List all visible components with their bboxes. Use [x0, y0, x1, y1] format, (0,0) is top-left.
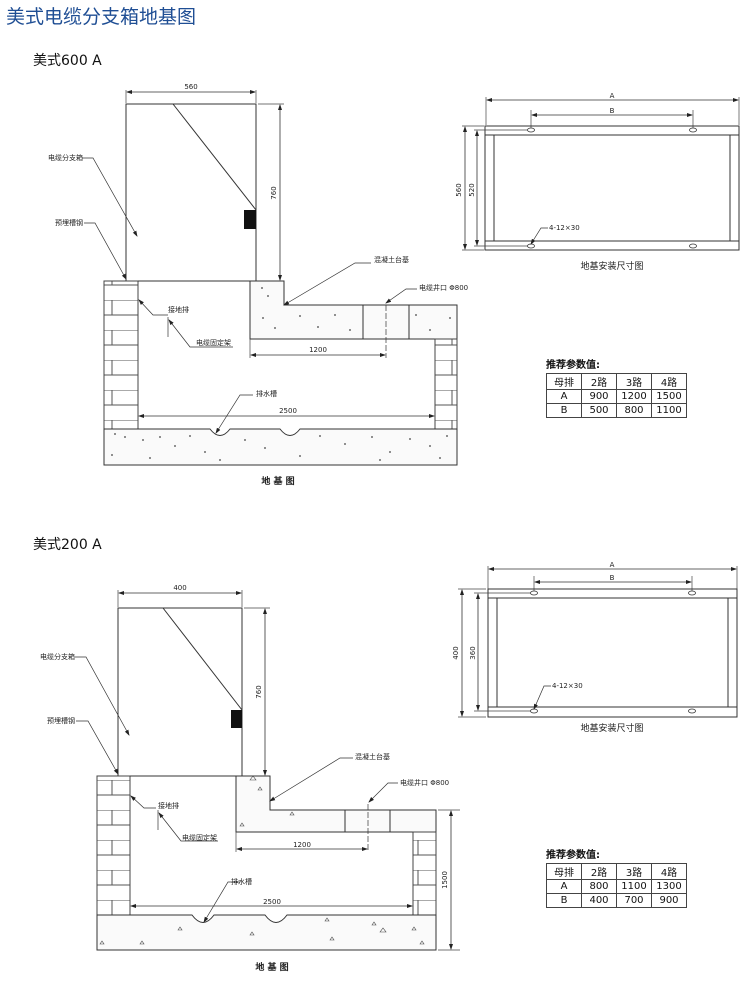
bolt-label: 4-12×30 [549, 224, 580, 232]
label-concrete-base: 混凝土台基 [374, 255, 409, 264]
foundation-diagram-600a: 560 760 电缆分支箱 预埋槽钢 [48, 83, 468, 487]
frame-outer [487, 588, 738, 718]
params-title: 推荐参数值: [546, 360, 600, 371]
cell: 800 [581, 879, 617, 894]
cell: A [546, 879, 582, 894]
cell: 1500 [651, 389, 687, 404]
label-drain: 排水槽 [256, 389, 277, 398]
install-diagram-600a: A B 560 520 4-12×30 地基安装尺寸图 [455, 92, 740, 272]
header-cell: 母排 [546, 863, 582, 880]
label-drain: 排水槽 [231, 877, 252, 886]
params-table: 母排 2路 3路 4路 A 800 1100 1300 B 400 700 90… [546, 863, 687, 908]
dim-1200: 1200 [293, 841, 311, 849]
table-header-row: 母排 2路 3路 4路 [546, 373, 687, 390]
header-cell: 4路 [651, 373, 687, 390]
header-cell: 4路 [651, 863, 687, 880]
label-concrete-base: 混凝土台基 [355, 752, 390, 761]
dim-b: B [610, 574, 615, 582]
label-ground-bar: 接地排 [158, 801, 179, 810]
cell: 800 [616, 403, 652, 418]
lock-block [244, 210, 256, 229]
label-cable-bracket: 电缆固定架 [196, 338, 231, 347]
frame-outer [484, 125, 740, 251]
cell: 900 [651, 893, 687, 908]
header-cell: 2路 [581, 863, 617, 880]
cell: 900 [581, 389, 617, 404]
dim-b: B [610, 107, 615, 115]
params-table: 母排 2路 3路 4路 A 900 1200 1500 B 500 800 11… [546, 373, 687, 418]
cell: 1100 [616, 879, 652, 894]
cell: A [546, 389, 582, 404]
door-diagonal [172, 103, 257, 211]
concrete-triangles [99, 775, 425, 945]
left-brick-wall [103, 280, 139, 430]
right-brick-wall [434, 338, 458, 430]
cell: B [546, 893, 582, 908]
label-ground-bar: 接地排 [168, 305, 189, 314]
foundation-diagram-200a: 400 760 电缆分支箱 预埋槽钢 接地排 电缆固定架 混凝土台基 电缆井口 … [40, 584, 460, 973]
dim-2500: 2500 [279, 407, 297, 415]
label-cabinet: 电缆分支箱 [40, 652, 75, 661]
dim-1200: 1200 [309, 346, 327, 354]
cell: 1200 [616, 389, 652, 404]
cabinet-outline [117, 607, 243, 777]
label-channel-steel: 预埋槽钢 [47, 716, 75, 725]
section-title-600a: 美式600 A [33, 53, 102, 69]
header-cell: 3路 [616, 863, 652, 880]
bottom-slab [103, 428, 458, 466]
label-cable-bracket: 电缆固定架 [182, 833, 217, 842]
label-channel-steel: 预埋槽钢 [55, 218, 83, 227]
concrete-dots [111, 287, 451, 461]
table-row: B 500 800 1100 [546, 403, 687, 418]
table-row: A 800 1100 1300 [546, 879, 687, 894]
install-diagram-200a: A B 400 360 4-12×30 地基安装尺寸图 [452, 561, 738, 734]
install-caption: 地基安装尺寸图 [580, 260, 643, 272]
params-title: 推荐参数值: [546, 850, 600, 861]
right-brick-wall [412, 831, 437, 916]
label-cabinet: 电缆分支箱 [48, 153, 83, 162]
params-600a: 推荐参数值: 母排 2路 3路 4路 A 900 1200 1500 B 500… [546, 356, 687, 418]
cell: B [546, 403, 582, 418]
header-cell: 2路 [581, 373, 617, 390]
bolt-holes [530, 590, 696, 714]
door-diagonal [162, 607, 243, 711]
dim-560: 560 [184, 83, 197, 91]
dim-400: 400 [173, 584, 186, 592]
dim-outer-height: 560 [455, 183, 463, 196]
dim-760: 760 [255, 685, 263, 698]
section-title-200a: 美式200 A [33, 537, 102, 553]
cell: 1100 [651, 403, 687, 418]
header-cell: 3路 [616, 373, 652, 390]
dim-outer-height: 400 [452, 646, 460, 659]
cell: 1300 [651, 879, 687, 894]
foundation-caption: 地 基 图 [261, 475, 294, 487]
dim-inner-height: 360 [469, 646, 477, 659]
label-cable-well: 电缆井口 Φ800 [400, 778, 449, 787]
bottom-slab [96, 914, 437, 951]
table-row: B 400 700 900 [546, 893, 687, 908]
dim-inner-height: 520 [468, 183, 476, 196]
header-cell: 母排 [546, 373, 582, 390]
page-title: 美式电缆分支箱地基图 [6, 6, 197, 28]
label-cable-well: 电缆井口 Φ800 [419, 283, 468, 292]
cabinet-outline [125, 103, 257, 282]
table-header-row: 母排 2路 3路 4路 [546, 863, 687, 880]
params-200a: 推荐参数值: 母排 2路 3路 4路 A 800 1100 1300 B 400… [546, 846, 687, 908]
left-brick-wall [96, 775, 131, 916]
table-row: A 900 1200 1500 [546, 389, 687, 404]
cell: 400 [581, 893, 617, 908]
foundation-caption: 地 基 图 [255, 961, 288, 973]
dim-2500: 2500 [263, 898, 281, 906]
cell: 500 [581, 403, 617, 418]
dim-1500: 1500 [441, 871, 449, 889]
lock-block [231, 710, 242, 728]
install-caption: 地基安装尺寸图 [580, 722, 643, 734]
dim-a: A [610, 561, 615, 569]
dim-760: 760 [270, 186, 278, 199]
bolt-label: 4-12×30 [552, 682, 583, 690]
cell: 700 [616, 893, 652, 908]
dim-a: A [610, 92, 615, 100]
